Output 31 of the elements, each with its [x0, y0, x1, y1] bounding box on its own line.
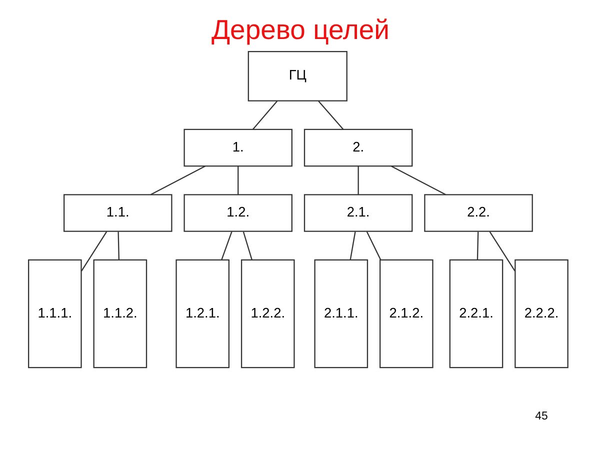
connector	[150, 166, 206, 196]
connector	[242, 232, 252, 260]
node-box: 1.1.1.	[28, 259, 82, 368]
node-box: 2.2.2.	[514, 259, 568, 368]
connector	[220, 232, 232, 260]
connector	[80, 231, 107, 272]
connector	[488, 231, 515, 272]
diagram-title: Дерево целей	[210, 14, 390, 46]
node-box: 1.2.	[183, 194, 292, 232]
node-box: 1.1.2.	[92, 259, 147, 368]
node-box: 1.2.1.	[175, 259, 230, 368]
node-box: 2.	[303, 128, 412, 167]
node-box: 2.1.	[303, 194, 412, 232]
connector	[366, 231, 381, 260]
connector	[357, 166, 358, 195]
node-box: ГЦ	[247, 50, 347, 102]
connector	[252, 100, 278, 130]
node-box: 2.2.	[424, 194, 532, 232]
connector	[117, 232, 119, 260]
node-box: 1.1.	[63, 194, 172, 232]
label: 45	[534, 410, 548, 423]
connector	[349, 232, 356, 260]
connector	[318, 100, 344, 130]
node-box: 2.2.1.	[448, 259, 503, 368]
connector	[476, 232, 478, 260]
node-box: 1.2.2.	[240, 259, 294, 368]
node-box: 1.	[183, 128, 292, 167]
node-box: 2.1.2.	[379, 259, 433, 368]
node-box: 2.1.1.	[314, 259, 368, 368]
connector	[237, 166, 238, 195]
connector	[390, 166, 446, 196]
